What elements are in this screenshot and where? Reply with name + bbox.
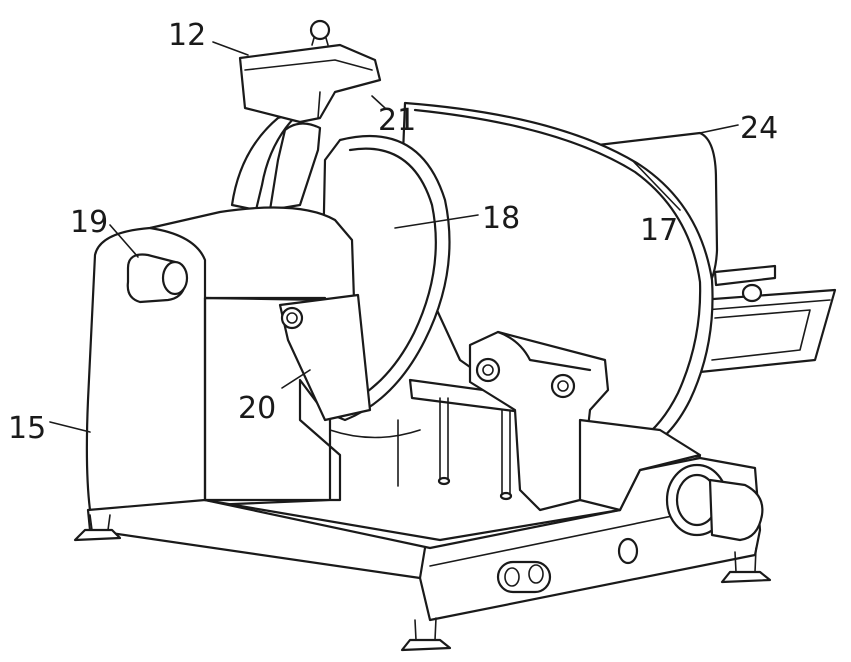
blade-ring-arm bbox=[230, 110, 322, 212]
label-20: 20 bbox=[238, 391, 276, 426]
reference-labels: 12 21 24 17 18 19 20 15 bbox=[8, 18, 778, 446]
leader-lines bbox=[49, 41, 739, 433]
plate-bolt-icon bbox=[280, 306, 304, 330]
leader-15 bbox=[49, 421, 91, 433]
leader-20 bbox=[281, 369, 311, 389]
label-17: 17 bbox=[640, 213, 678, 248]
leader-12 bbox=[212, 41, 249, 56]
knob-left bbox=[126, 253, 189, 304]
leader-18 bbox=[394, 214, 479, 229]
leader-19 bbox=[109, 224, 139, 258]
top-handle bbox=[238, 19, 382, 124]
leader-21 bbox=[371, 95, 386, 109]
label-19: 19 bbox=[70, 205, 108, 240]
bracket-bolt-icon bbox=[550, 373, 576, 399]
feet bbox=[73, 514, 772, 652]
label-15: 15 bbox=[8, 411, 46, 446]
base-holes bbox=[496, 537, 639, 594]
product-tray bbox=[698, 264, 837, 374]
leader-17 bbox=[631, 159, 681, 211]
front-ramp bbox=[578, 418, 702, 512]
bracket-bolt-icon bbox=[475, 357, 501, 383]
label-12: 12 bbox=[168, 18, 206, 53]
knob-right bbox=[665, 463, 764, 542]
tray-knob-icon bbox=[741, 283, 763, 303]
label-18: 18 bbox=[482, 201, 520, 236]
label-21: 21 bbox=[378, 103, 416, 138]
leader-24 bbox=[699, 124, 739, 134]
side-plate bbox=[278, 293, 372, 422]
hanging-loop-icon bbox=[309, 19, 331, 41]
label-24: 24 bbox=[740, 111, 778, 146]
